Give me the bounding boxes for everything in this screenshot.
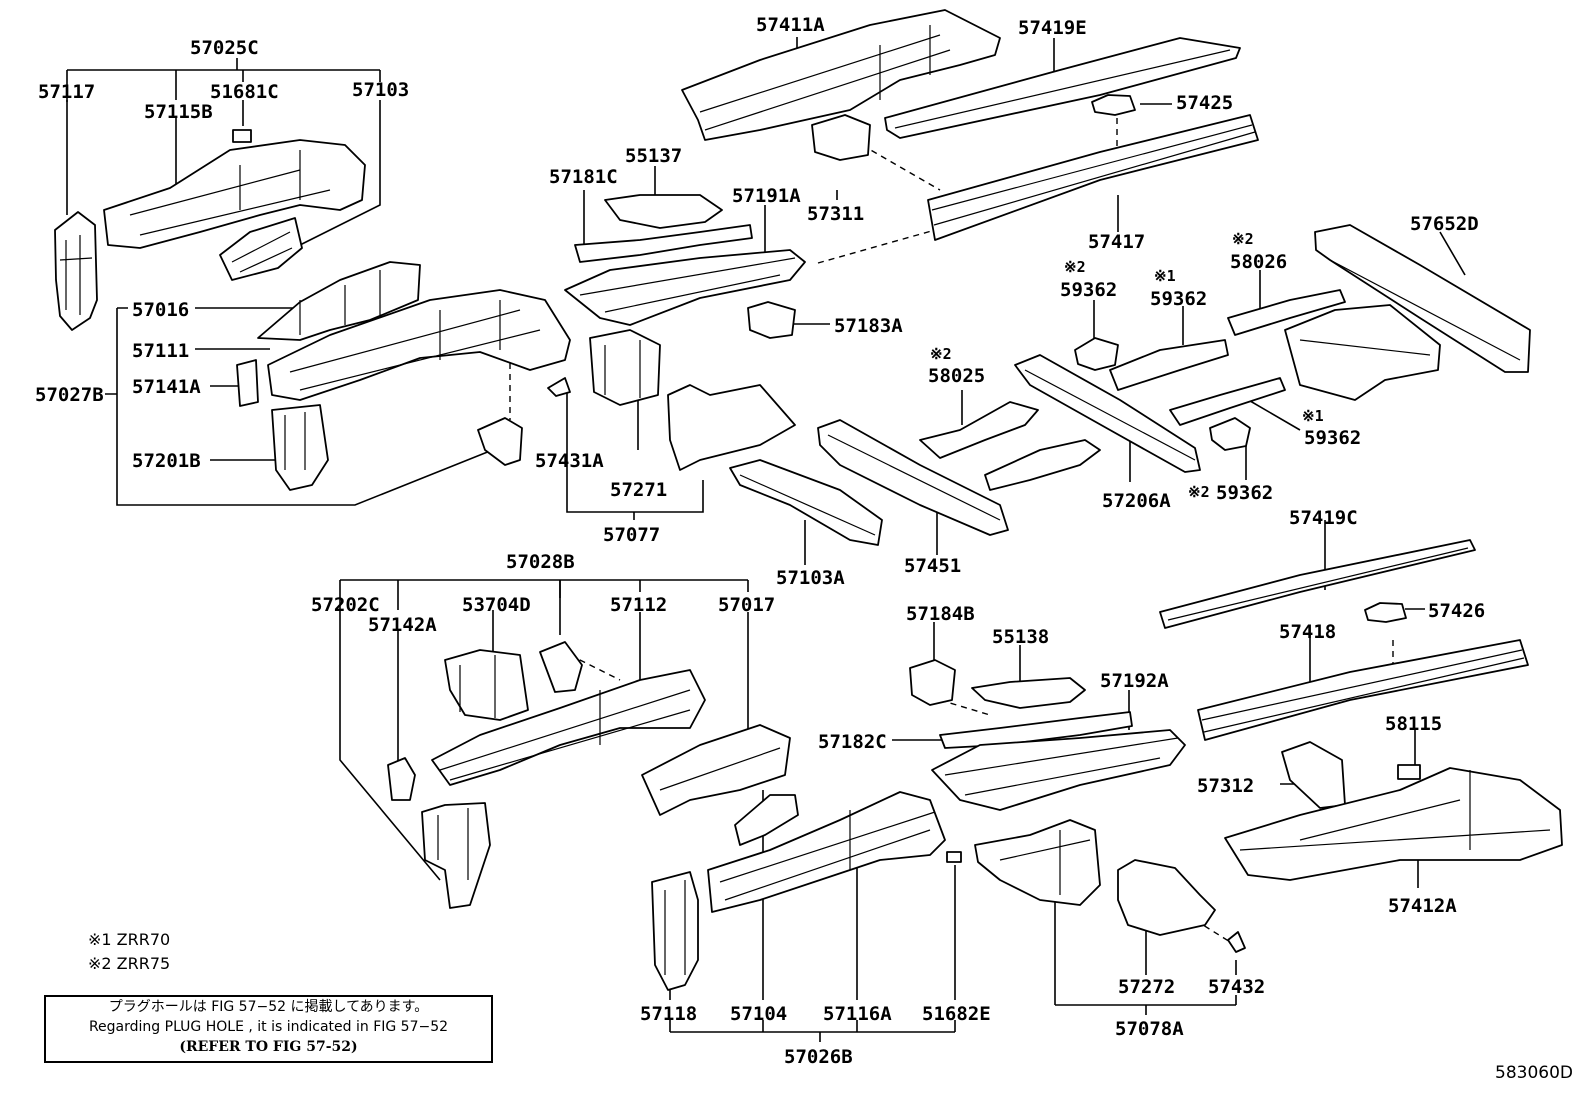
label-57417: 57417 [1088, 231, 1146, 253]
label-57192A: 57192A [1100, 670, 1169, 692]
note-line-japanese: プラグホールは FIG 57−52 に掲載してあります。 [108, 999, 429, 1015]
label-57201B: 57201B [132, 450, 201, 472]
label-57652D: 57652D [1410, 213, 1479, 235]
label-59362-a: 59362 [1060, 279, 1118, 301]
legend-item-zrr70: ※1 ZRR70 [88, 930, 171, 949]
label-57103: 57103 [352, 79, 410, 101]
label-57184B: 57184B [906, 603, 975, 625]
note-reference: (REFER TO FIG 57-52) [179, 1039, 358, 1055]
label-57116A: 57116A [823, 1003, 892, 1025]
label-57451: 57451 [904, 555, 962, 577]
label-58025: 58025 [928, 365, 986, 387]
label-57025C: 57025C [190, 37, 259, 59]
note-line-english: Regarding PLUG HOLE , it is indicated in… [88, 1019, 449, 1035]
mark-59362-b: ※1 [1154, 267, 1176, 285]
label-57272: 57272 [1118, 976, 1176, 998]
label-59362-c: 59362 [1304, 427, 1362, 449]
label-57111: 57111 [132, 340, 190, 362]
label-57419E: 57419E [1018, 17, 1087, 39]
label-57028B: 57028B [506, 551, 575, 573]
label-55138: 55138 [992, 626, 1050, 648]
label-57202C: 57202C [311, 594, 380, 616]
part-outlines [54, 9, 1563, 991]
label-57115B: 57115B [144, 101, 213, 123]
label-57026B: 57026B [784, 1046, 853, 1068]
label-58115: 58115 [1385, 713, 1443, 735]
label-57182C: 57182C [818, 731, 887, 753]
label-57425: 57425 [1176, 92, 1234, 114]
label-55137: 55137 [625, 145, 683, 167]
label-53704D: 53704D [462, 594, 531, 616]
label-57112: 57112 [610, 594, 668, 616]
label-57118: 57118 [640, 1003, 698, 1025]
label-57117: 57117 [38, 81, 96, 103]
mark-58025: ※2 [930, 345, 952, 363]
label-57104: 57104 [730, 1003, 788, 1025]
label-57412A: 57412A [1388, 895, 1457, 917]
label-57016: 57016 [132, 299, 190, 321]
label-57078A: 57078A [1115, 1018, 1184, 1040]
mark-59362-d: ※2 [1188, 483, 1210, 501]
label-57183A: 57183A [834, 315, 903, 337]
label-57419C: 57419C [1289, 507, 1358, 529]
label-59362-d: 59362 [1216, 482, 1274, 504]
label-57077: 57077 [603, 524, 661, 546]
figure-code: 583060D [1495, 1063, 1573, 1083]
label-51681C: 51681C [210, 81, 279, 103]
label-57191A: 57191A [732, 185, 801, 207]
label-57312: 57312 [1197, 775, 1255, 797]
label-57017: 57017 [718, 594, 776, 616]
label-57027B: 57027B [35, 384, 104, 406]
label-57271: 57271 [610, 479, 668, 501]
label-57206A: 57206A [1102, 490, 1171, 512]
label-57432: 57432 [1208, 976, 1266, 998]
label-59362-b: 59362 [1150, 288, 1208, 310]
legend-item-zrr75: ※2 ZRR75 [88, 954, 171, 973]
label-57431A: 57431A [535, 450, 604, 472]
label-51682E: 51682E [922, 1003, 991, 1025]
mark-59362-a: ※2 [1064, 258, 1086, 276]
part-57117 [54, 211, 98, 331]
label-58026: 58026 [1230, 251, 1288, 273]
label-57141A: 57141A [132, 376, 201, 398]
label-57181C: 57181C [549, 166, 618, 188]
mark-58026: ※2 [1232, 230, 1254, 248]
plug-hole-note: プラグホールは FIG 57−52 に掲載してあります。 Regarding P… [44, 995, 493, 1063]
mark-59362-c: ※1 [1302, 407, 1324, 425]
label-57411A: 57411A [756, 14, 825, 36]
label-57418: 57418 [1279, 621, 1337, 643]
label-57142A: 57142A [368, 614, 437, 636]
label-57103A: 57103A [776, 567, 845, 589]
label-57311: 57311 [807, 203, 865, 225]
leader-lines [66, 37, 1466, 1042]
label-57426: 57426 [1428, 600, 1486, 622]
